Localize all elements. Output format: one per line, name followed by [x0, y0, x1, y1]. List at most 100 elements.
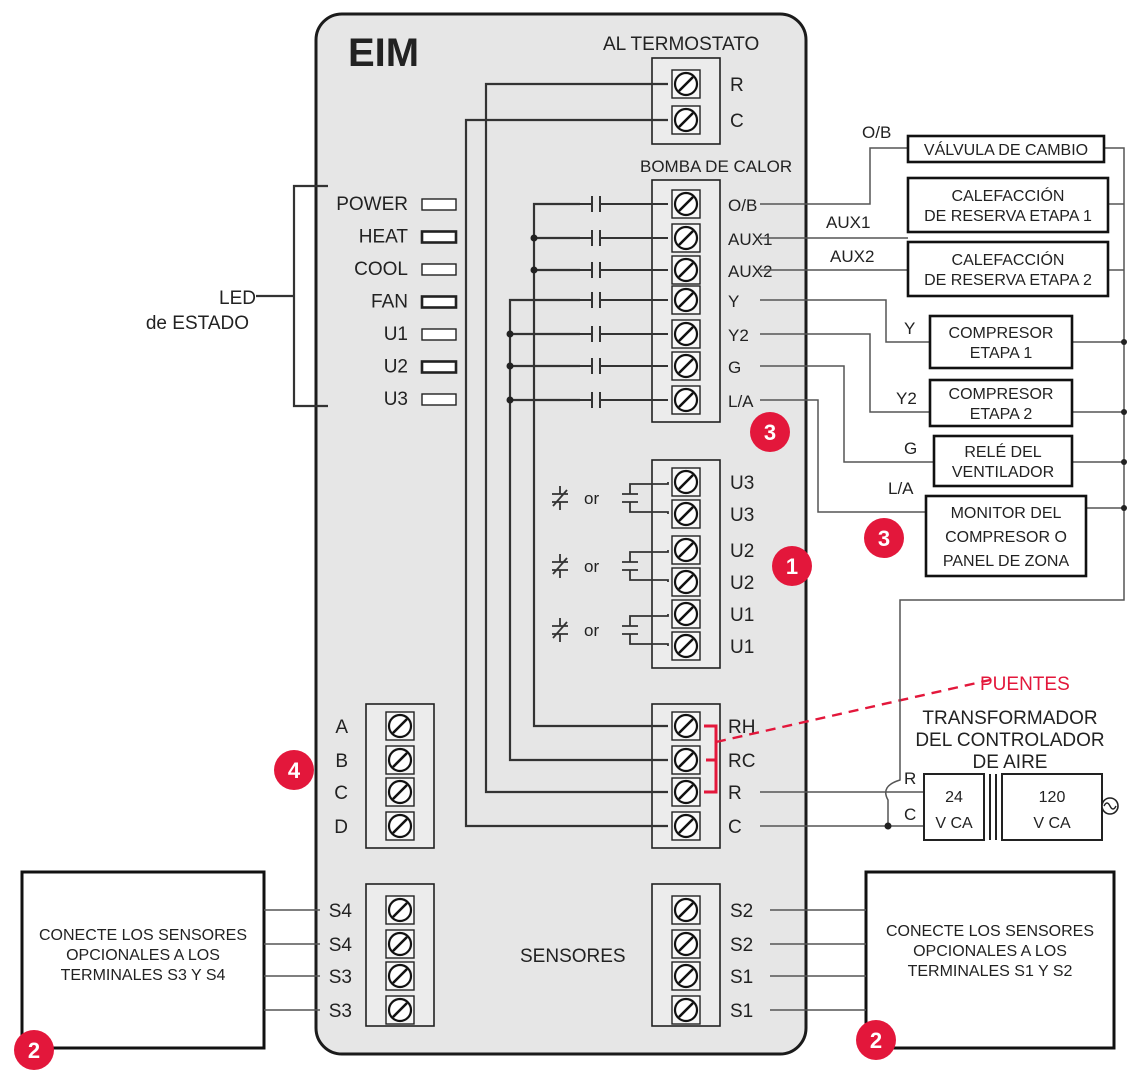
- terminal-label: C: [730, 111, 744, 132]
- callout-badge: [274, 750, 314, 790]
- terminal-screw[interactable]: [385, 811, 415, 841]
- right-sensor-box: CONECTE LOS SENSORES OPCIONALES A LOS TE…: [770, 870, 1116, 1050]
- terminal-label: S1: [730, 1001, 753, 1022]
- terminal-screw[interactable]: [671, 223, 701, 253]
- led-group-label: LED: [219, 288, 256, 309]
- terminal-screw[interactable]: [385, 711, 415, 741]
- wire-label-ob: O/B: [862, 123, 891, 142]
- led-label: U1: [384, 324, 408, 345]
- transformer-title-1: TRANSFORMADOR: [922, 708, 1097, 729]
- wire-label-y2: Y2: [896, 389, 917, 408]
- left-sensor-box: CONECTE LOS SENSORES OPCIONALES A LOS TE…: [20, 870, 320, 1050]
- terminal-screw[interactable]: [385, 929, 415, 959]
- right-sensor-text-3: TERMINALES S1 Y S2: [908, 963, 1073, 980]
- terminal-label: U1: [730, 605, 754, 626]
- terminal-label: C: [728, 817, 742, 838]
- header-bomba-de-calor: BOMBA DE CALOR: [640, 157, 792, 176]
- terminal-screw[interactable]: [671, 961, 701, 991]
- led-indicator: [420, 230, 458, 244]
- terminal-screw[interactable]: [671, 255, 701, 285]
- terminal-screw[interactable]: [671, 711, 701, 741]
- terminal-screw[interactable]: [671, 995, 701, 1025]
- terminal-label: S2: [730, 901, 753, 922]
- equipment-label: CALEFACCIÓN: [952, 250, 1065, 269]
- equipment-label: DE RESERVA ETAPA 1: [924, 208, 1092, 225]
- relay-or-text: or: [584, 557, 599, 576]
- terminal-label: RH: [728, 717, 755, 738]
- terminal-screws: RCO/BAUX1AUX2YY2GL/AU3U3U2U2U1U1RHRCRCAB…: [329, 69, 772, 1025]
- right-sensor-text-2: OPCIONALES A LOS: [913, 943, 1067, 960]
- terminal-label: O/B: [728, 196, 757, 215]
- terminal-label: D: [334, 817, 348, 838]
- terminal-screw[interactable]: [671, 777, 701, 807]
- led-group-label-2: de ESTADO: [146, 313, 249, 334]
- relay-or-text: or: [584, 489, 599, 508]
- right-sensor-text-1: CONECTE LOS SENSORES: [886, 923, 1094, 940]
- primary-voltage: 120: [1039, 789, 1066, 806]
- terminal-screw[interactable]: [385, 745, 415, 775]
- terminal-screw[interactable]: [671, 285, 701, 315]
- secondary-voltage: 24: [945, 789, 963, 806]
- terminal-label: L/A: [728, 392, 754, 411]
- equipment-box-valvula: VÁLVULA DE CAMBIO: [906, 134, 1106, 164]
- terminal-label: AUX2: [728, 262, 772, 281]
- equipment-label: VENTILADOR: [952, 464, 1054, 481]
- callout-number: 2: [28, 1038, 40, 1063]
- terminal-screw[interactable]: [671, 811, 701, 841]
- wire-label-y: Y: [904, 319, 915, 338]
- terminal-label: S1: [730, 967, 753, 988]
- left-sensor-text-2: OPCIONALES A LOS: [66, 947, 220, 964]
- callout-badge: [750, 412, 790, 452]
- terminal-screw[interactable]: [671, 567, 701, 597]
- terminal-screw[interactable]: [385, 961, 415, 991]
- led-label: U2: [384, 357, 408, 378]
- terminal-label: A: [335, 717, 348, 738]
- terminal-screw[interactable]: [671, 319, 701, 349]
- led-indicator: [421, 328, 457, 341]
- terminal-label: U3: [730, 505, 754, 526]
- terminal-screw[interactable]: [671, 69, 701, 99]
- terminal-label: R: [728, 783, 742, 804]
- terminal-screw[interactable]: [671, 105, 701, 135]
- led-label: POWER: [336, 194, 408, 215]
- terminal-screw[interactable]: [671, 385, 701, 415]
- terminal-screw[interactable]: [385, 895, 415, 925]
- terminal-screw[interactable]: [671, 351, 701, 381]
- callout-badge: [772, 546, 812, 586]
- transformer-title-2: DEL CONTROLADOR: [915, 730, 1104, 751]
- terminal-screw[interactable]: [671, 599, 701, 629]
- primary-unit: V CA: [1033, 815, 1071, 832]
- equipment-label: ETAPA 1: [970, 345, 1033, 362]
- led-label: COOL: [354, 259, 408, 280]
- terminal-label: U2: [730, 573, 754, 594]
- equipment-label: ETAPA 2: [970, 406, 1033, 423]
- terminal-label: C: [334, 783, 348, 804]
- callout-badge: [14, 1030, 54, 1070]
- terminal-screw[interactable]: [671, 929, 701, 959]
- junction-dots: [506, 234, 538, 404]
- terminal-label: U3: [730, 473, 754, 494]
- terminal-screw[interactable]: [385, 777, 415, 807]
- terminal-label: Y: [728, 292, 739, 311]
- terminal-label: U1: [730, 637, 754, 658]
- terminal-screw[interactable]: [671, 467, 701, 497]
- terminal-screw[interactable]: [671, 499, 701, 529]
- terminal-screw[interactable]: [671, 895, 701, 925]
- led-indicator: [421, 198, 457, 211]
- terminal-label: S4: [329, 935, 353, 956]
- terminal-label: S3: [329, 967, 352, 988]
- terminal-screw[interactable]: [671, 745, 701, 775]
- terminal-screw[interactable]: [385, 995, 415, 1025]
- terminal-screw[interactable]: [671, 535, 701, 565]
- terminal-screw[interactable]: [671, 631, 701, 661]
- equipment-label: MONITOR DEL: [951, 505, 1062, 522]
- led-status-group: LED de ESTADO: [146, 184, 328, 408]
- terminal-screw[interactable]: [671, 189, 701, 219]
